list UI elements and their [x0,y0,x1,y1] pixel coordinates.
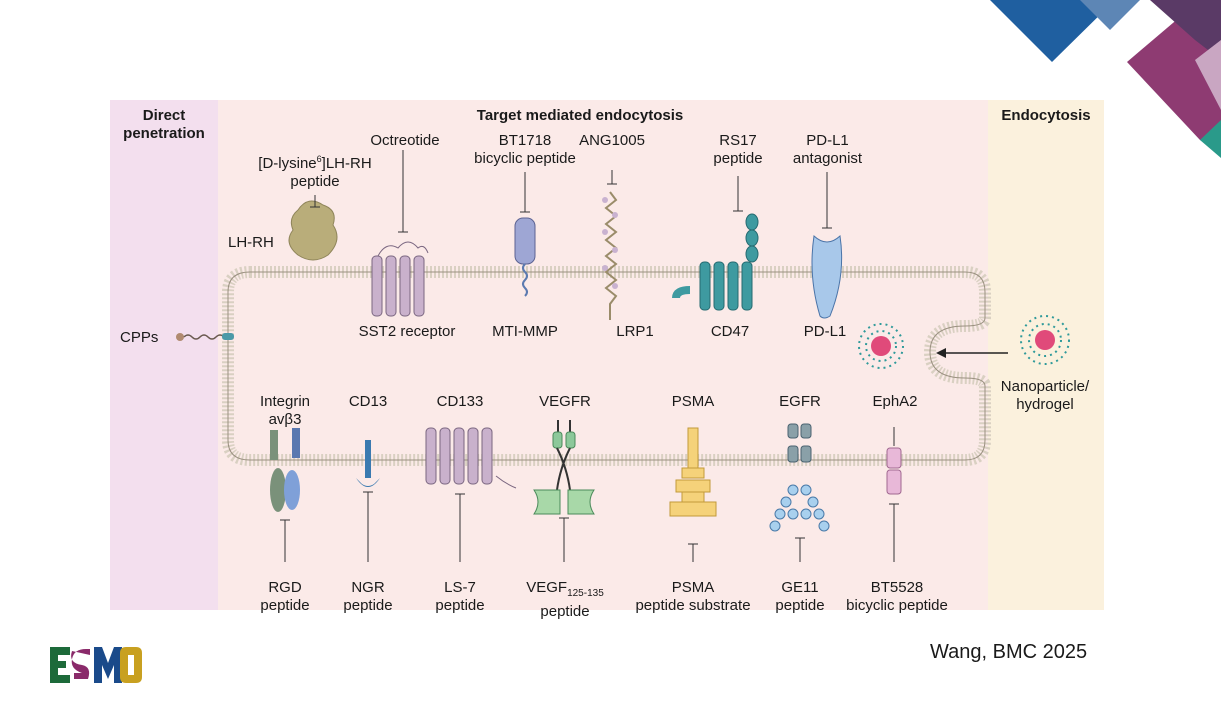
corner-shape-teal [1200,120,1221,158]
label-mti-mmp: MTI-MMP [492,323,558,340]
vegfr-receptor [533,420,595,515]
cd47-receptor [672,213,759,311]
corner-shape-pink [1195,40,1221,110]
esmo-logo [50,645,142,685]
mti-mmp-receptor [514,217,536,297]
endocytosis-panel [988,100,1104,610]
header-target-mediated: Target mediated endocytosis [476,107,684,124]
citation: Wang, BMC 2025 [930,641,1088,663]
label-pdl1: PD-L1 [803,323,847,340]
label-epha2: EphA2 [872,393,918,410]
header-endocytosis: Endocytosis [1001,107,1091,124]
integrin-receptor [270,428,300,512]
label-ang1005: ANG1005 [579,132,645,149]
corner-triangle-blue [990,0,1115,62]
label-egfr: EGFR [779,393,821,410]
nanoparticle-outside [1020,315,1070,365]
corner-shape-dark [1150,0,1221,60]
label-lrp1: LRP1 [616,323,654,340]
cell-membrane [222,266,991,466]
direct-panel [110,100,218,610]
label-cd47: CD47 [710,323,750,340]
nanoparticle-inside [858,323,904,369]
label-vegfr: VEGFR [539,393,591,410]
cpp-molecule [176,333,234,341]
psma-receptor [669,427,717,517]
cd133-receptor [425,427,517,489]
label-octreotide: Octreotide [370,132,440,149]
sst2-receptor [371,241,429,317]
corner-triangle-lightblue [1080,0,1140,30]
lhrh-receptor [288,200,338,261]
label-cpps: CPPs [120,329,159,346]
label-lhrh-peptide: [D-lysine6]LH-RH peptide [258,154,372,190]
target-panel [218,100,988,610]
epha2-receptor [886,447,902,495]
label-cd13: CD13 [348,393,388,410]
egfr-receptor [769,423,830,532]
label-lhrh: LH-RH [228,234,274,251]
lrp1-receptor [602,191,618,320]
cd13-receptor [356,440,380,487]
label-cd133: CD133 [436,393,484,410]
header-direct-penetration: Direct penetration [123,107,205,142]
label-nanoparticle: Nanoparticle/hydrogel [1000,378,1090,413]
label-psma: PSMA [671,393,715,410]
corner-decoration [990,0,1221,158]
label-sst2: SST2 receptor [358,323,456,340]
pdl1-receptor [811,234,843,319]
